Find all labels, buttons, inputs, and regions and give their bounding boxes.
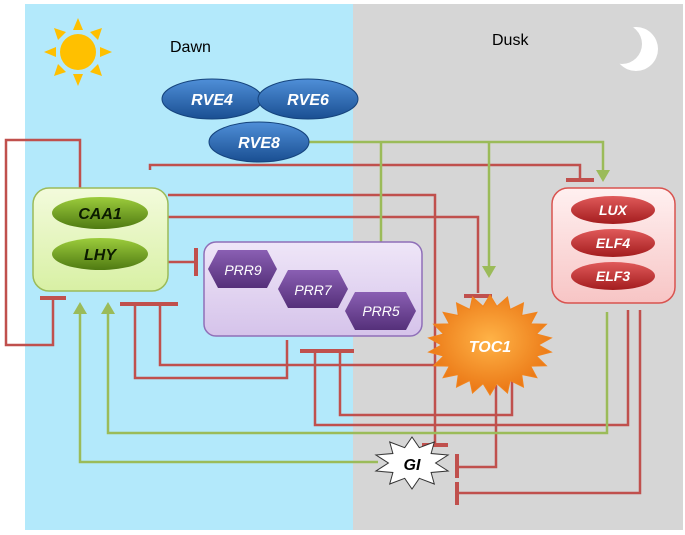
caa1-node: CAA1 (52, 197, 148, 229)
rve4-label: RVE4 (191, 92, 233, 109)
toc1-label: TOC1 (469, 339, 511, 356)
rve4-node: RVE4 (161, 78, 263, 120)
lux-label: LUX (599, 202, 629, 218)
prr7-node: PRR7 (278, 270, 348, 308)
lhy-node: LHY (52, 238, 148, 270)
toc1-node: TOC1 (427, 294, 553, 396)
prr9-label: PRR9 (224, 262, 262, 278)
prr5-label: PRR5 (362, 303, 400, 319)
elf3-node: ELF3 (571, 262, 655, 290)
elf3-label: ELF3 (596, 268, 630, 284)
activation-lines (78, 140, 609, 464)
prr5-node: PRR5 (345, 292, 416, 330)
rve6-node: RVE6 (257, 78, 359, 120)
dusk-label: Dusk (492, 32, 529, 49)
caa1-label: CAA1 (78, 206, 122, 223)
lux-node: LUX (571, 196, 655, 224)
repression-lines (4, 138, 642, 505)
lhy-label: LHY (84, 247, 117, 264)
elf4-node: ELF4 (571, 229, 655, 257)
gi-label: GI (404, 457, 421, 474)
prr7-label: PRR7 (294, 282, 333, 298)
sun-icon (44, 18, 112, 86)
dawn-label: Dawn (170, 39, 211, 56)
rve8-label: RVE8 (238, 135, 280, 152)
rve6-label: RVE6 (287, 92, 329, 109)
moon-icon (602, 24, 658, 71)
gi-node: GI (374, 436, 450, 490)
prr9-node: PRR9 (208, 250, 277, 288)
rve8-node: RVE8 (208, 121, 310, 163)
elf4-label: ELF4 (596, 235, 630, 251)
